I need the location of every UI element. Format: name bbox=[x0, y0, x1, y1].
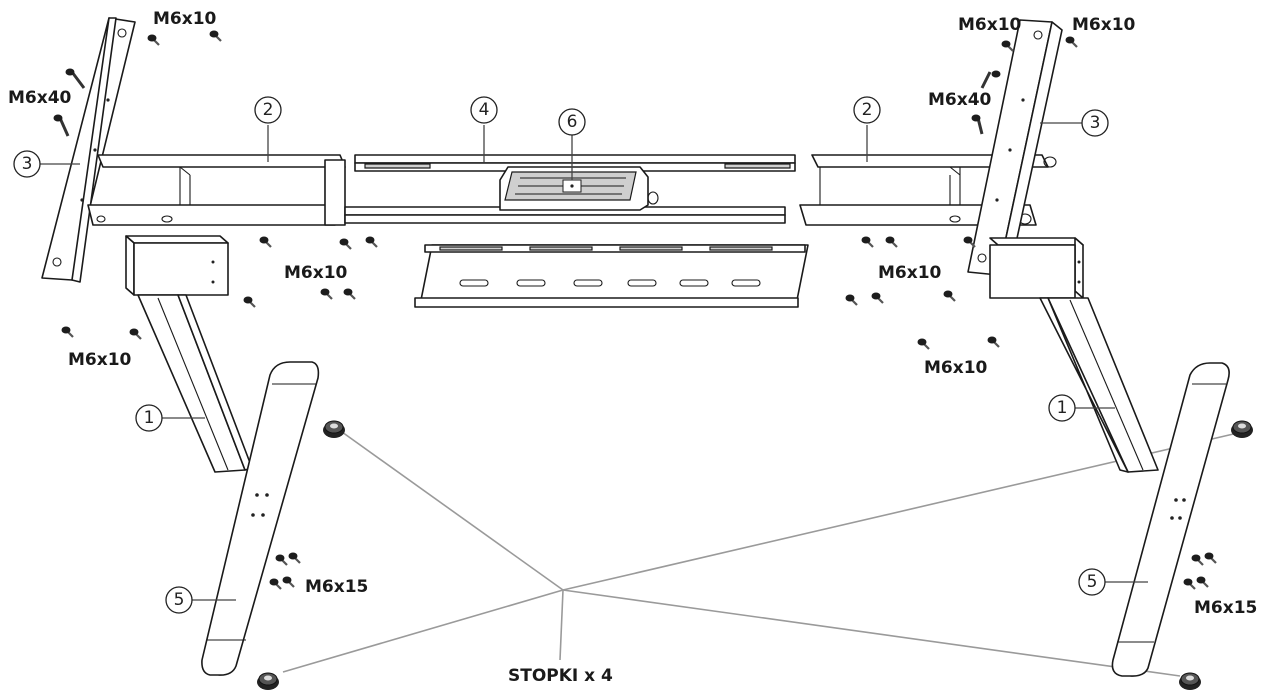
callout-number: 2 bbox=[263, 100, 274, 120]
callout-number: 5 bbox=[174, 590, 185, 610]
callout-2-right: 2 bbox=[853, 96, 881, 124]
left-foot bbox=[201, 361, 320, 676]
screw-icon bbox=[870, 291, 885, 305]
screw-icon bbox=[274, 553, 289, 567]
screw-icon bbox=[844, 293, 859, 307]
callout-1-right: 1 bbox=[1048, 394, 1076, 422]
callout-number: 4 bbox=[479, 100, 490, 120]
screw-icon bbox=[1000, 39, 1015, 53]
label-m6x10-center-left: M6x10 bbox=[284, 263, 348, 283]
glides bbox=[256, 420, 1254, 691]
label-m6x10-lower-right: M6x10 bbox=[924, 358, 988, 378]
screw-icon bbox=[242, 295, 257, 309]
left-leg bbox=[125, 235, 253, 473]
callout-3-right: 3 bbox=[1081, 109, 1109, 137]
screw-icon bbox=[287, 551, 302, 565]
callout-1-left: 1 bbox=[135, 404, 163, 432]
callout-number: 5 bbox=[1087, 572, 1098, 592]
callout-number: 6 bbox=[567, 112, 578, 132]
glide-leader-lines bbox=[282, 431, 1243, 677]
screw-icon bbox=[268, 577, 283, 591]
callout-number: 2 bbox=[862, 100, 873, 120]
screw-icon bbox=[1195, 575, 1210, 589]
control-box bbox=[499, 166, 659, 211]
label-m6x15-left: M6x15 bbox=[305, 577, 368, 597]
screw-icon bbox=[986, 335, 1001, 349]
callout-3-left: 3 bbox=[13, 150, 41, 178]
left-end-plate bbox=[41, 17, 136, 283]
label-m6x10-top-left: M6x10 bbox=[153, 9, 217, 29]
label-m6x15-right: M6x15 bbox=[1194, 598, 1257, 618]
right-side-bracket bbox=[799, 154, 1057, 226]
label-m6x40-right: M6x40 bbox=[928, 90, 992, 110]
label-m6x10-center-right: M6x10 bbox=[878, 263, 942, 283]
screw-icon bbox=[916, 337, 931, 351]
screw-icon bbox=[962, 235, 977, 249]
glide-icon bbox=[1230, 420, 1254, 439]
screw-long-icon bbox=[53, 68, 86, 137]
callout-5-right: 5 bbox=[1078, 568, 1106, 596]
glide-icon bbox=[1178, 672, 1202, 691]
label-m6x10-top-right-a: M6x10 bbox=[958, 15, 1022, 35]
label-m6x40-left: M6x40 bbox=[8, 88, 72, 108]
label-glides: STOPKI x 4 bbox=[508, 666, 613, 686]
callout-2-left: 2 bbox=[254, 96, 282, 124]
screw-icon bbox=[208, 29, 223, 43]
callout-number: 3 bbox=[1090, 113, 1101, 133]
callout-5-left: 5 bbox=[165, 586, 193, 614]
screw-icon bbox=[60, 325, 75, 339]
screw-icon bbox=[1190, 553, 1205, 567]
callout-number: 3 bbox=[22, 154, 33, 174]
screw-icon bbox=[1203, 551, 1218, 565]
callout-number: 1 bbox=[1057, 398, 1068, 418]
center-beam bbox=[344, 154, 796, 224]
callout-number: 1 bbox=[144, 408, 155, 428]
callout-4: 4 bbox=[470, 96, 498, 124]
screw-icon bbox=[338, 237, 353, 251]
mounting-plate bbox=[414, 244, 809, 308]
screw-icon bbox=[258, 235, 273, 249]
screw-icon bbox=[128, 327, 143, 341]
screw-icon bbox=[884, 235, 899, 249]
label-m6x10-top-right-b: M6x10 bbox=[1072, 15, 1136, 35]
screw-icon bbox=[342, 287, 357, 301]
screw-icon bbox=[364, 235, 379, 249]
callout-arrows bbox=[40, 122, 1148, 601]
right-leg bbox=[989, 237, 1159, 473]
screw-icon bbox=[281, 575, 296, 589]
screw-icon bbox=[1064, 35, 1079, 49]
screw-icon bbox=[319, 287, 334, 301]
label-m6x10-lower-left: M6x10 bbox=[68, 350, 132, 370]
glide-icon bbox=[322, 420, 346, 439]
right-foot bbox=[1111, 362, 1230, 677]
screws bbox=[53, 29, 1218, 591]
screw-icon bbox=[942, 289, 957, 303]
left-side-bracket bbox=[87, 154, 346, 226]
screw-icon bbox=[146, 33, 161, 47]
mount-slots bbox=[439, 246, 773, 287]
screw-icon bbox=[860, 235, 875, 249]
screw-long-icon bbox=[971, 70, 1001, 135]
callout-6: 6 bbox=[558, 108, 586, 136]
glide-icon bbox=[256, 672, 280, 691]
screw-icon bbox=[1182, 577, 1197, 591]
